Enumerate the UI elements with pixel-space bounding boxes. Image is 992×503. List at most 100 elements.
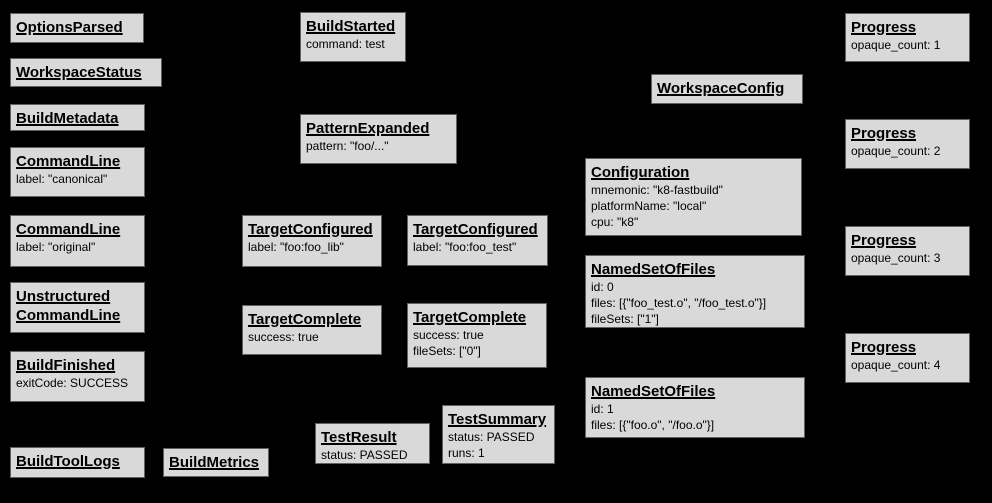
node-title-line: PatternExpanded xyxy=(306,120,430,137)
node-field: success: true xyxy=(413,328,484,342)
node-title: BuildStarted xyxy=(306,17,400,36)
node-workspace-config: WorkspaceConfig xyxy=(651,74,803,104)
node-title-line: TargetConfigured xyxy=(248,221,373,238)
node-title-line: BuildMetrics xyxy=(169,454,260,471)
node-title: NamedSetOfFiles xyxy=(591,260,799,279)
node-title-line: TargetComplete xyxy=(413,309,527,326)
node-title-line: CommandLine xyxy=(16,221,121,238)
node-field: fileSets: ["0"] xyxy=(413,344,481,358)
node-title: TargetComplete xyxy=(248,310,376,329)
node-title: TargetComplete xyxy=(413,308,541,327)
node-field: status: PASSED xyxy=(321,448,408,462)
node-field: opaque_count: 2 xyxy=(851,144,941,158)
node-title: BuildMetadata xyxy=(16,109,139,128)
node-build-metrics: BuildMetrics xyxy=(163,448,269,477)
node-command-line-original: CommandLine label: "original" xyxy=(10,215,145,267)
node-progress-2: Progress opaque_count: 2 xyxy=(845,119,970,169)
node-title: WorkspaceConfig xyxy=(657,79,797,98)
node-pattern-expanded: PatternExpanded pattern: "foo/..." xyxy=(300,114,457,164)
node-field: platformName: "local" xyxy=(591,199,707,213)
node-field: label: "original" xyxy=(16,240,96,254)
node-title-line: Progress xyxy=(851,232,917,249)
node-field: label: "canonical" xyxy=(16,172,108,186)
node-build-started: BuildStarted command: test xyxy=(300,12,406,62)
node-progress-4: Progress opaque_count: 4 xyxy=(845,333,970,383)
node-title: Progress xyxy=(851,124,964,143)
node-title: Progress xyxy=(851,18,964,37)
node-title: TestResult xyxy=(321,428,424,447)
node-field: success: true xyxy=(248,330,319,344)
node-named-set-of-files-1: NamedSetOfFiles id: 1 files: [{"foo.o", "/… xyxy=(585,377,805,438)
node-field: id: 0 xyxy=(591,280,614,294)
node-title-line: NamedSetOfFiles xyxy=(591,261,716,278)
node-title-line: Progress xyxy=(851,19,917,36)
node-target-configured-foo-test: TargetConfigured label: "foo:foo_test" xyxy=(407,215,548,266)
node-target-complete-lib: TargetComplete success: true xyxy=(242,305,382,355)
node-field: cpu: "k8" xyxy=(591,215,639,229)
node-named-set-of-files-0: NamedSetOfFiles id: 0 files: [{"foo_test.o… xyxy=(585,255,805,328)
node-test-result: TestResult status: PASSED xyxy=(315,423,430,464)
node-title: BuildMetrics xyxy=(169,453,263,472)
node-title-line: WorkspaceConfig xyxy=(657,80,785,97)
node-title-line: BuildStarted xyxy=(306,18,396,35)
node-title: TargetConfigured xyxy=(248,220,376,239)
node-title: TestSummary xyxy=(448,410,549,429)
node-field: opaque_count: 4 xyxy=(851,358,941,372)
node-build-tool-logs: BuildToolLogs xyxy=(10,447,145,478)
node-title-line: TargetConfigured xyxy=(413,221,538,238)
node-title-line: Configuration xyxy=(591,164,690,181)
node-title: TargetConfigured xyxy=(413,220,542,239)
node-title-line: NamedSetOfFiles xyxy=(591,383,716,400)
node-field: label: "foo:foo_test" xyxy=(413,240,517,254)
node-progress-3: Progress opaque_count: 3 xyxy=(845,226,970,276)
node-field: fileSets: ["1"] xyxy=(591,312,659,326)
node-title: OptionsParsed xyxy=(16,18,138,37)
node-field: id: 1 xyxy=(591,402,614,416)
node-title-line: TestSummary xyxy=(448,411,547,428)
node-target-configured-foo-lib: TargetConfigured label: "foo:foo_lib" xyxy=(242,215,382,267)
node-title: Configuration xyxy=(591,163,796,182)
node-build-finished: BuildFinished exitCode: SUCCESS xyxy=(10,351,145,402)
node-title: CommandLine xyxy=(16,152,139,171)
node-field: runs: 1 xyxy=(448,446,485,460)
node-title-line: WorkspaceStatus xyxy=(16,64,142,81)
node-title: BuildFinished xyxy=(16,356,139,375)
node-title: CommandLine xyxy=(16,220,139,239)
node-options-parsed: OptionsParsed xyxy=(10,13,144,43)
node-title-line: CommandLine xyxy=(16,307,121,324)
node-title-line: TestResult xyxy=(321,429,397,446)
node-field: label: "foo:foo_lib" xyxy=(248,240,344,254)
node-title-line: Progress xyxy=(851,125,917,142)
node-field: opaque_count: 3 xyxy=(851,251,941,265)
node-title: NamedSetOfFiles xyxy=(591,382,799,401)
node-workspace-status: WorkspaceStatus xyxy=(10,58,162,87)
node-title: BuildToolLogs xyxy=(16,452,139,471)
node-field: command: test xyxy=(306,37,385,51)
node-field: mnemonic: "k8-fastbuild" xyxy=(591,183,723,197)
node-title-line: Unstructured xyxy=(16,288,111,305)
node-title-line: TargetComplete xyxy=(248,311,362,328)
node-title: WorkspaceStatus xyxy=(16,63,156,82)
node-field: status: PASSED xyxy=(448,430,535,444)
node-title-line: BuildMetadata xyxy=(16,110,119,127)
node-test-summary: TestSummary status: PASSED runs: 1 xyxy=(442,405,555,464)
node-field: files: [{"foo.o", "/foo.o"}] xyxy=(591,418,715,432)
node-title-line: BuildToolLogs xyxy=(16,453,120,470)
node-title: Progress xyxy=(851,231,964,250)
node-title-line: OptionsParsed xyxy=(16,19,123,36)
node-title-line: Progress xyxy=(851,339,917,356)
node-field: pattern: "foo/..." xyxy=(306,139,389,153)
node-target-complete-test: TargetComplete success: true fileSets: ["0… xyxy=(407,303,547,368)
node-title: PatternExpanded xyxy=(306,119,451,138)
node-field: exitCode: SUCCESS xyxy=(16,376,129,390)
node-title: Progress xyxy=(851,338,964,357)
node-command-line-canonical: CommandLine label: "canonical" xyxy=(10,147,145,197)
node-title-line: CommandLine xyxy=(16,153,121,170)
node-title-line: BuildFinished xyxy=(16,357,116,374)
node-field: files: [{"foo_test.o", "/foo_test.o"}] xyxy=(591,296,767,310)
node-configuration: Configuration mnemonic: "k8-fastbuild" pla… xyxy=(585,158,802,236)
